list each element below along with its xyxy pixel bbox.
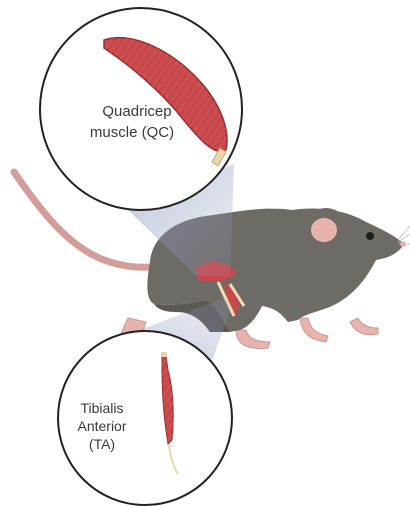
quadricep-label-line1: Quadricep [82, 103, 192, 120]
tibialis-label-line1: Tibialis [72, 400, 132, 416]
quadricep-label-line2: muscle (QC) [72, 124, 192, 141]
tibialis-label-line2: Anterior [72, 418, 132, 434]
tibialis-label-line3: (TA) [72, 436, 132, 452]
mouse-eye [366, 232, 374, 240]
mouse-ear [306, 208, 346, 244]
